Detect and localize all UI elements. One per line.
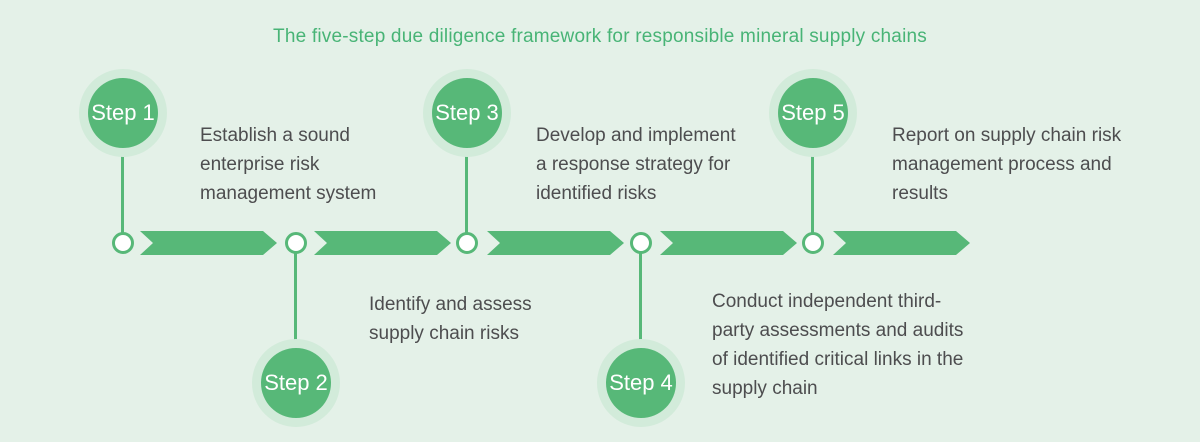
- step4-connector-line: [639, 246, 642, 352]
- step2-halo: Step 2: [252, 339, 340, 427]
- step1-connector-line: [121, 150, 124, 242]
- step5-label: Step 5: [781, 100, 845, 125]
- step1-badge: Step 1: [88, 78, 158, 148]
- timeline-arrow-3: [487, 231, 624, 255]
- step3-badge: Step 3: [432, 78, 502, 148]
- timeline-arrow-5: [833, 231, 970, 255]
- timeline-node-5: [802, 232, 824, 254]
- step4-description: Conduct independent third- party assessm…: [712, 291, 964, 399]
- step4-badge: Step 4: [606, 348, 676, 418]
- timeline-arrow-4: [660, 231, 797, 255]
- step5-description: Report on supply chain risk management p…: [892, 125, 1122, 204]
- step4-label: Step 4: [609, 370, 673, 395]
- timeline-node-3: [456, 232, 478, 254]
- step5-badge: Step 5: [778, 78, 848, 148]
- timeline-node-4: [630, 232, 652, 254]
- step3-halo: Step 3: [423, 69, 511, 157]
- timeline-node-1: [112, 232, 134, 254]
- step5-halo: Step 5: [769, 69, 857, 157]
- step4-halo: Step 4: [597, 339, 685, 427]
- step3-label: Step 3: [435, 100, 499, 125]
- step2-connector-line: [294, 246, 297, 352]
- step2-label: Step 2: [264, 370, 328, 395]
- step1-label: Step 1: [91, 100, 155, 125]
- step1-description: Establish a sound enterprise risk manage…: [200, 125, 377, 204]
- timeline-node-2: [285, 232, 307, 254]
- step2-description: Identify and assess supply chain risks: [369, 294, 532, 344]
- step3-description: Develop and implement a response strateg…: [536, 125, 736, 204]
- step5-connector-line: [811, 150, 814, 242]
- diagram-title: The five-step due diligence framework fo…: [273, 26, 927, 47]
- step3-connector-line: [465, 150, 468, 242]
- timeline-arrow-2: [314, 231, 451, 255]
- step2-badge: Step 2: [261, 348, 331, 418]
- timeline-arrow-1: [140, 231, 277, 255]
- step1-halo: Step 1: [79, 69, 167, 157]
